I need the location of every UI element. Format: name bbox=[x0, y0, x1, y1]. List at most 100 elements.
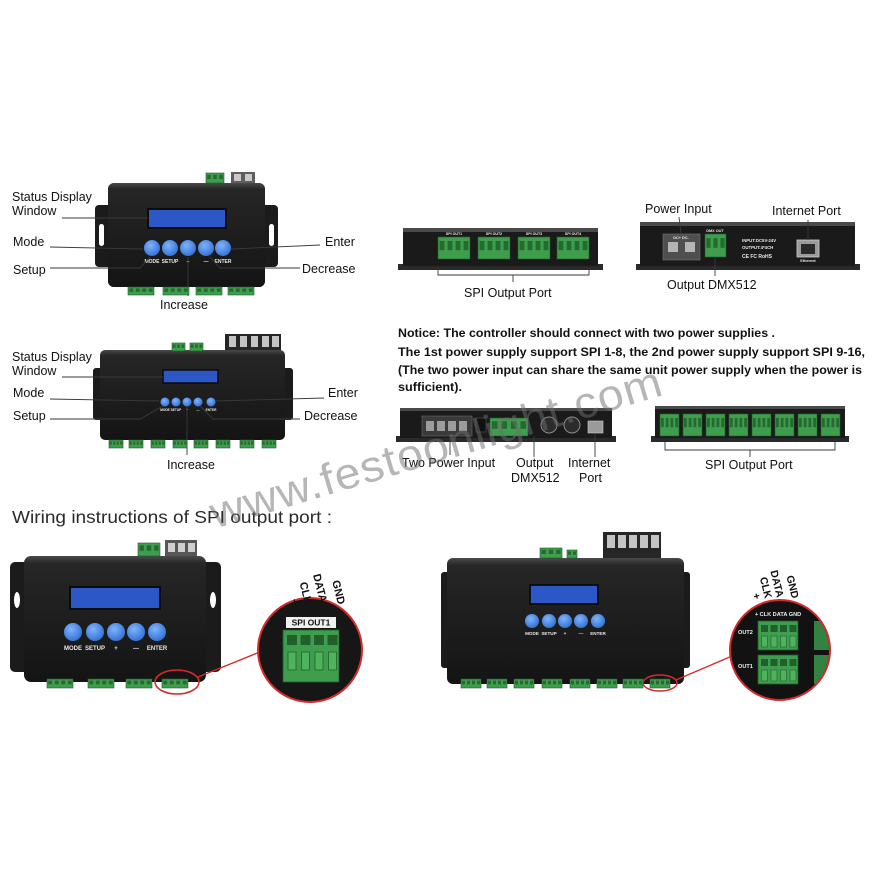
device-4ch-callouts: Status Display Window Mode Setup Enter D… bbox=[12, 190, 356, 312]
io-panel-4ch-callouts: Power Input Internet Port Output DMX512 bbox=[645, 202, 841, 292]
clamp-screw bbox=[770, 669, 778, 682]
spi-output-connector bbox=[128, 439, 144, 449]
pin-label-plus: + bbox=[288, 598, 301, 607]
connector-pin-slot bbox=[273, 441, 276, 445]
connector-pin-slot bbox=[242, 288, 247, 292]
connector-pin-slot bbox=[162, 441, 165, 445]
device-16ch-callouts: Status Display Window Mode Setup Enter D… bbox=[12, 350, 358, 472]
spi-output-connector bbox=[774, 413, 795, 437]
connector-pin-slot bbox=[535, 240, 541, 251]
connector-pin-slot bbox=[54, 680, 59, 685]
connector-housing bbox=[162, 286, 190, 296]
spi-output-connector bbox=[227, 286, 255, 296]
leader-line-enter bbox=[230, 244, 321, 250]
clamp-screw bbox=[780, 669, 787, 682]
connector-housing bbox=[622, 678, 644, 689]
spi-output-connector bbox=[477, 236, 511, 260]
connector-pin-slot bbox=[439, 240, 445, 251]
connector-housing bbox=[172, 439, 188, 449]
connector-pin-slot bbox=[503, 680, 506, 685]
io-panel-4ch: DC+ DC- DMX OUT INPUT:DC5V-24V OUTPUT:4*… bbox=[636, 222, 860, 270]
enter-button bbox=[591, 614, 605, 628]
enter-button-label: ENTER bbox=[206, 408, 218, 412]
terminal-screw bbox=[668, 242, 678, 252]
connector-housing bbox=[195, 286, 223, 296]
connector-pin-slot bbox=[120, 441, 123, 445]
enter-button-label: ENTER bbox=[590, 631, 606, 636]
connector-pin-slot bbox=[739, 417, 743, 428]
connector-pin-slot bbox=[169, 680, 174, 685]
connector-pin-slot bbox=[666, 680, 669, 685]
pin-header-label: + CLK DATA GND bbox=[755, 612, 801, 618]
bracket-line bbox=[664, 442, 836, 457]
xlr-port-in bbox=[540, 416, 558, 434]
connector-housing bbox=[797, 413, 818, 437]
terminal-post bbox=[629, 535, 637, 548]
terminal-post bbox=[618, 535, 626, 548]
connector-pin-slot bbox=[581, 680, 584, 685]
pin-label-clk: CLK bbox=[297, 581, 314, 606]
panel-top-edge bbox=[400, 408, 612, 411]
connector-pin-slot bbox=[639, 680, 642, 685]
spi-output-connector bbox=[150, 439, 166, 449]
mounting-hole-right bbox=[210, 592, 216, 608]
connector-pin-slot bbox=[266, 441, 269, 445]
controller-device-16ch-wiring: MODE SETUP + — ENTER bbox=[441, 532, 690, 684]
connector-pin-slot bbox=[158, 441, 161, 445]
connector-pin-slot bbox=[821, 417, 825, 428]
connector-pin-slot bbox=[177, 288, 182, 292]
spi-output-connector bbox=[820, 413, 841, 437]
wire-slot bbox=[789, 659, 797, 666]
mode-button bbox=[64, 623, 82, 641]
connector-pin-slot bbox=[223, 441, 226, 445]
connector-pin-slot bbox=[574, 240, 580, 251]
connector-pin-slot bbox=[836, 417, 840, 428]
clamp-screw bbox=[761, 669, 768, 682]
terminal-screw bbox=[685, 242, 695, 252]
connector-pin-slot bbox=[108, 680, 113, 685]
mounting-hole-left bbox=[99, 224, 104, 246]
connector-pin-slot bbox=[109, 441, 112, 445]
connector-pin-slot bbox=[493, 680, 496, 685]
power-connector-top bbox=[205, 172, 225, 184]
connector-pin-slot bbox=[184, 441, 187, 445]
connector-pin-slot bbox=[154, 545, 159, 551]
connector-pin-slot bbox=[675, 417, 679, 428]
spi-output-connector bbox=[622, 678, 644, 689]
setup-button-label: SETUP bbox=[85, 646, 105, 652]
connector-pin-slot bbox=[472, 680, 475, 685]
connector-pin-slot bbox=[495, 240, 501, 251]
leader-line-setup bbox=[50, 405, 164, 420]
connector-pin-slot bbox=[660, 417, 664, 428]
wire-slot bbox=[314, 635, 324, 645]
connector-pin-slot bbox=[116, 441, 119, 445]
enter-button-label: ENTER bbox=[147, 646, 168, 652]
connector-pin-slot bbox=[140, 441, 143, 445]
zoom-callout-4ch: SPI OUT1 + CLK DATA GND bbox=[154, 573, 363, 703]
terminal-post bbox=[262, 336, 269, 347]
connector-pin-slot bbox=[582, 240, 588, 251]
connector-pin-slot bbox=[503, 240, 509, 251]
enter-label: Enter bbox=[325, 235, 355, 249]
spi-panel-4ch-callout: SPI Output Port bbox=[437, 268, 590, 300]
mode-button-label: MODE bbox=[64, 646, 82, 652]
spi-out1-label: SPI OUT1 bbox=[446, 232, 462, 236]
connector-pin-slot bbox=[127, 680, 132, 685]
spi-output-connector bbox=[437, 236, 471, 260]
connector-pin-slot bbox=[262, 441, 265, 445]
wire-slot bbox=[780, 625, 787, 632]
connector-pin-slot bbox=[762, 417, 766, 428]
notice-line-2: The 1st power supply support SPI 1-8, th… bbox=[398, 345, 865, 359]
increase-button bbox=[107, 623, 125, 641]
ethernet-port-socket bbox=[801, 244, 815, 254]
connector-housing bbox=[682, 413, 703, 437]
spi-output-connector bbox=[541, 678, 563, 689]
connector-pin-slot bbox=[553, 680, 556, 685]
wire-slot bbox=[327, 635, 338, 645]
connector-pin-slot bbox=[785, 417, 789, 428]
connector-pin-slot bbox=[721, 417, 725, 428]
notice-line-4: sufficient). bbox=[398, 380, 462, 394]
connector-pin-slot bbox=[798, 417, 802, 428]
connector-pin-slot bbox=[269, 441, 272, 445]
connector-pin-slot bbox=[229, 288, 234, 292]
